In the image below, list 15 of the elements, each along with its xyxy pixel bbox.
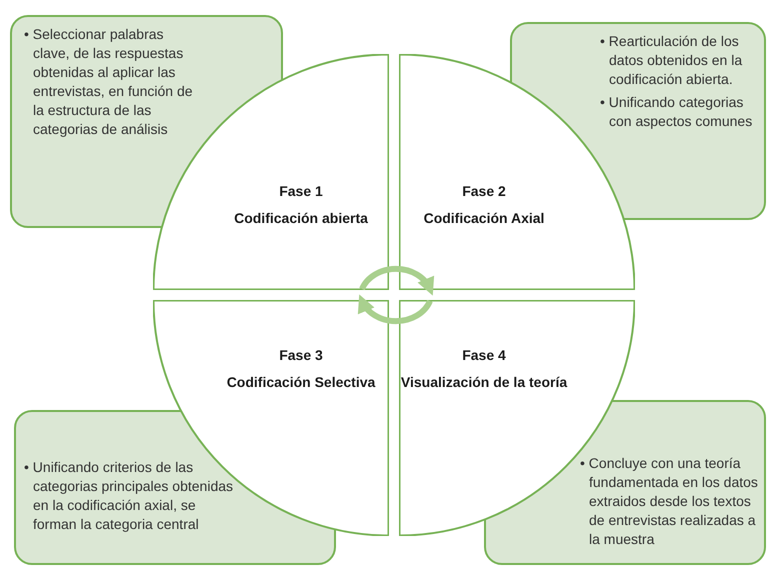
- phase-number: Fase 1: [279, 182, 323, 201]
- bullet-text: • Seleccionar palabras clave, de las respuestas obtenidas al aplicar las entrevistas, en función de la estructura de las categorias de análisis: [24, 25, 194, 139]
- phase-title: Codificación Axial: [424, 209, 544, 228]
- phase-number: Fase 2: [462, 182, 506, 201]
- bullet-text: • Unificando categorias con aspectos comunes: [600, 93, 754, 131]
- phase-title: Codificación Selectiva: [226, 373, 376, 392]
- bullet-text: • Unificando criterios de las categorias principales obtenidas en la codificación axial, se forman la categoria central: [24, 458, 234, 534]
- bullet-text: • Rearticulación de los datos obtenidos en la codificación abierta.: [600, 32, 744, 89]
- phase-number: Fase 3: [279, 346, 323, 365]
- cycle-arrow: [358, 294, 433, 324]
- phase-title: Visualización de la teoría: [400, 373, 568, 392]
- phase-number: Fase 4: [462, 346, 506, 365]
- phase-title: Codificación abierta: [234, 209, 368, 228]
- bullet-text: • Concluye con una teoría fundamentada en los datos extraidos desde los textos de entrevistas realizadas a la muestra: [580, 454, 759, 549]
- cycle-arrow: [359, 266, 434, 296]
